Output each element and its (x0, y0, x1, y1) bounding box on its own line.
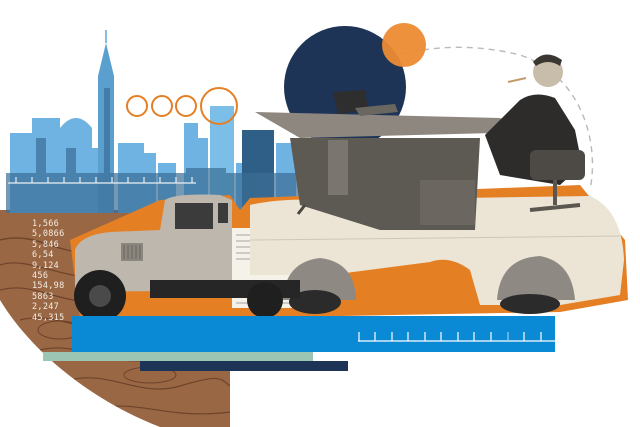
ring-circle (175, 95, 197, 117)
orange-circle (382, 23, 426, 67)
skyline-ruler (8, 177, 196, 184)
navy-bar (140, 361, 348, 371)
ring-circle (151, 95, 173, 117)
number-item: 456 (32, 271, 49, 282)
number-item: 5863 (32, 291, 54, 302)
number-item: 5,846 (32, 239, 60, 250)
number-item: 154,98 (32, 281, 65, 292)
number-item: 2,247 (32, 302, 60, 313)
number-item: 5,0866 (32, 229, 65, 240)
number-item: 1,566 (32, 219, 60, 229)
ring-circle (126, 95, 148, 117)
number-item: 9,124 (32, 260, 60, 271)
number-item: 6,54 (32, 250, 54, 261)
ruler-ticks (358, 332, 556, 342)
numbers-column: 1,566 5,0866 5,846 6,54 9,124 456 154,98… (32, 219, 65, 323)
ring-circle-large (200, 87, 238, 125)
number-item: 45,315 (32, 312, 65, 323)
sage-bar (43, 352, 313, 361)
